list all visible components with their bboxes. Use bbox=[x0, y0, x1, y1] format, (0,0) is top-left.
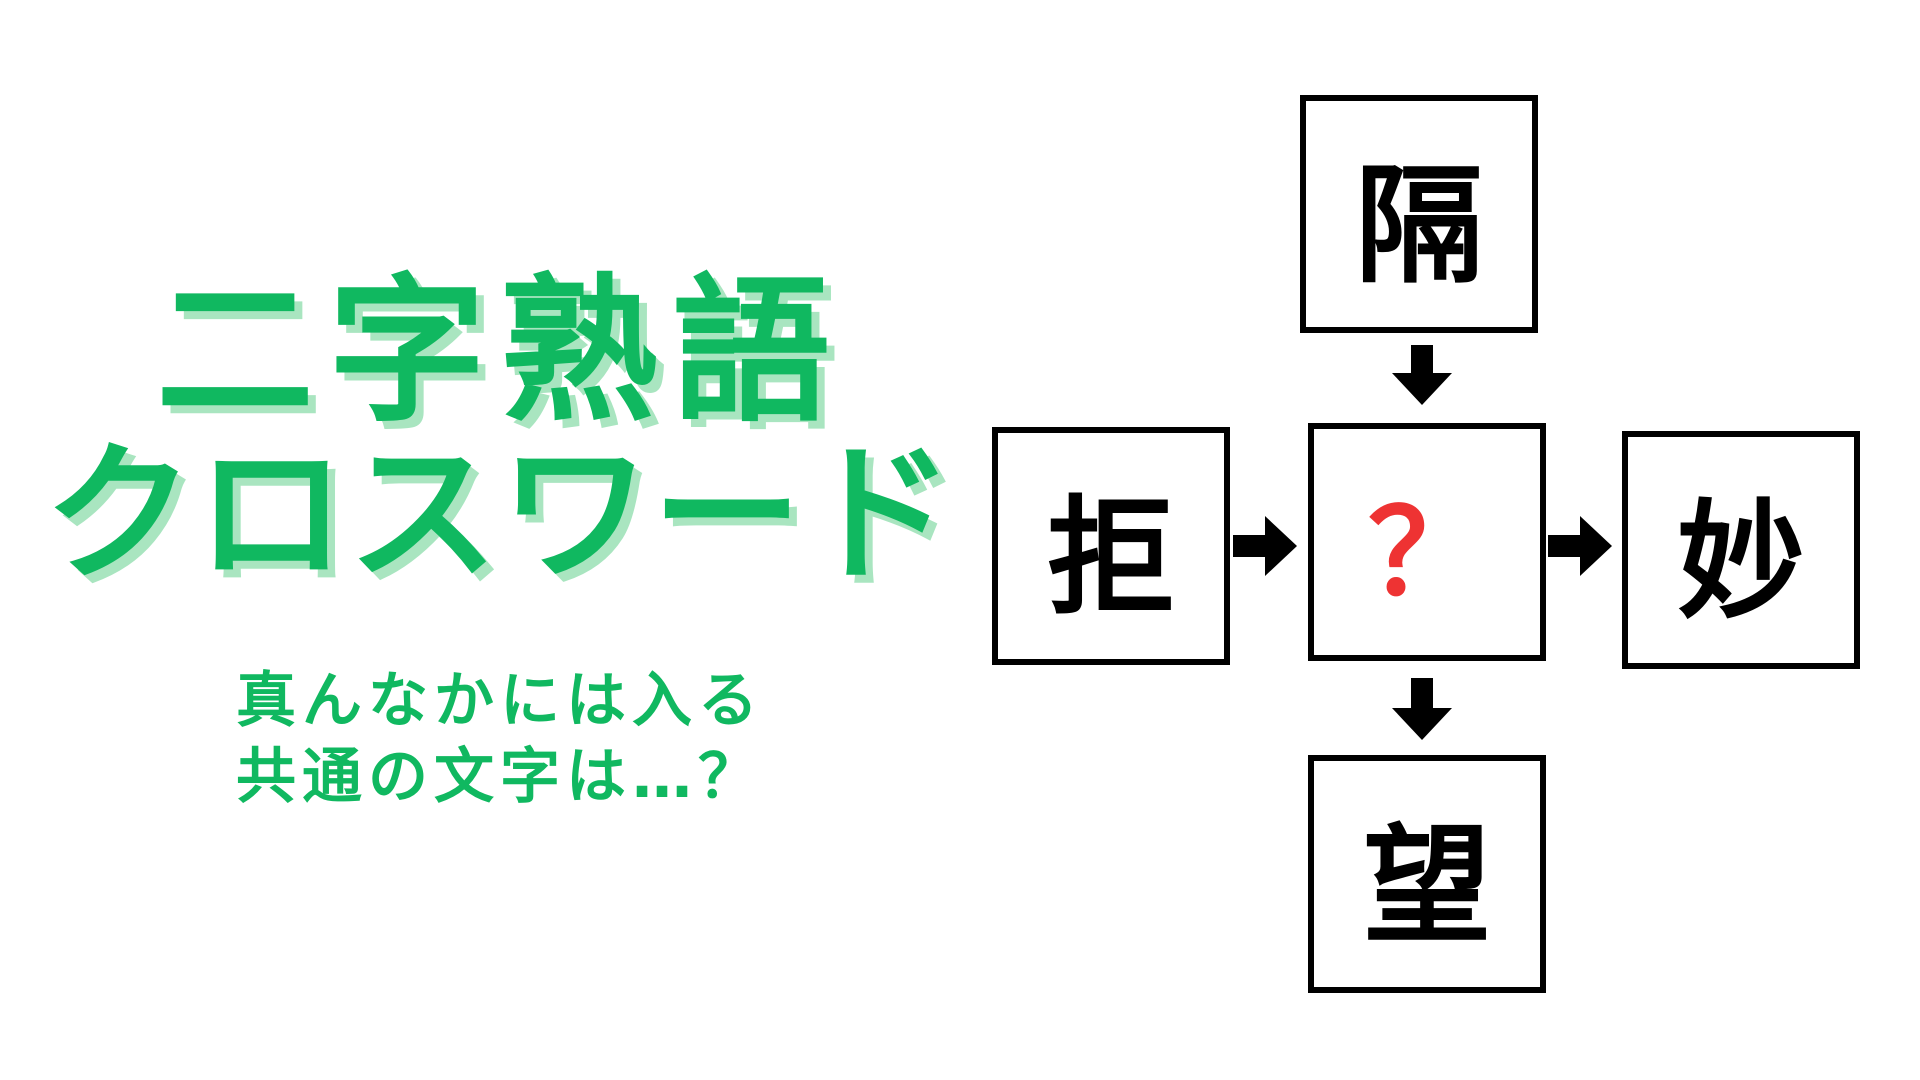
title-line-1: 二字熟語 bbox=[156, 260, 844, 444]
subtitle-line-2: 共通の文字は…？ bbox=[236, 742, 764, 812]
cell-center-question-mark: ？ bbox=[1367, 483, 1486, 622]
title-line-2: クロスワード bbox=[43, 428, 956, 602]
subtitle-line-1: 真んなかには入る bbox=[236, 666, 764, 736]
cell-left: 拒 bbox=[992, 427, 1230, 665]
cell-top: 隔 bbox=[1300, 95, 1538, 333]
arrow-right-icon bbox=[1233, 516, 1297, 576]
cell-top-char: 隔 bbox=[1354, 151, 1483, 301]
cell-center: ？ bbox=[1308, 423, 1546, 661]
cell-bottom-char: 望 bbox=[1362, 811, 1491, 961]
arrow-down-icon bbox=[1392, 345, 1452, 405]
arrow-down-icon bbox=[1392, 678, 1452, 740]
cell-right-char: 妙 bbox=[1676, 487, 1805, 637]
cell-bottom: 望 bbox=[1308, 755, 1546, 993]
arrow-right-icon bbox=[1548, 516, 1612, 576]
cell-left-char: 拒 bbox=[1046, 483, 1175, 633]
cell-right: 妙 bbox=[1622, 431, 1860, 669]
